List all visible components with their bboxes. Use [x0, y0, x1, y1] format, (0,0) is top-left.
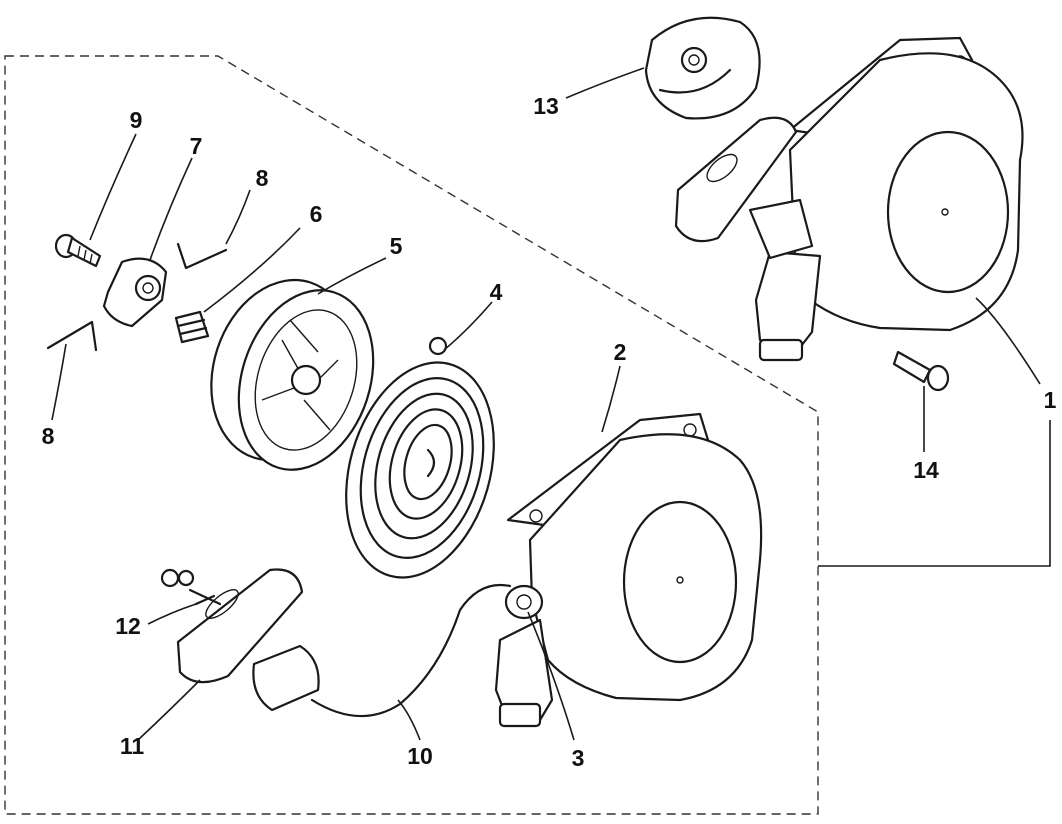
callout-9: 9 [130, 107, 143, 133]
part-14-bolt [892, 350, 950, 392]
part-12-knot [160, 568, 222, 606]
callout-8-upper: 8 [256, 165, 269, 191]
leader-5 [317, 257, 387, 295]
part-8-pin-lower [46, 320, 98, 352]
callout-12: 12 [115, 613, 141, 639]
part-5-reel [210, 278, 375, 471]
callout-5: 5 [390, 233, 403, 259]
part-4-recoil-spring [345, 336, 495, 579]
subassembly-boundary [4, 55, 819, 815]
part-8-pin-upper [176, 242, 228, 270]
part-2-starter-housing [494, 412, 763, 728]
leader-13 [565, 67, 645, 99]
leader-3 [527, 611, 575, 741]
callout-4: 4 [490, 279, 503, 305]
callout-8-lower: 8 [42, 423, 55, 449]
callout-13: 13 [533, 93, 559, 119]
leader-10 [397, 699, 421, 741]
callout-3: 3 [572, 745, 585, 771]
leader-7 [149, 157, 193, 261]
callout-6: 6 [310, 201, 323, 227]
callout-14: 14 [913, 457, 939, 483]
part-11-starter-handle [176, 568, 320, 712]
callout-2: 2 [614, 339, 627, 365]
callout-11: 11 [120, 733, 145, 759]
leader-11 [137, 679, 201, 741]
leader-6 [203, 227, 301, 313]
leader-2 [601, 365, 621, 433]
leader-8a [225, 189, 251, 245]
bracket-line-1 [818, 420, 1051, 567]
leader-12 [147, 603, 197, 625]
leader-9 [89, 133, 137, 241]
callout-1: 1 [1044, 387, 1057, 413]
callout-10: 10 [407, 743, 433, 769]
starter-assembly-complete [674, 36, 1024, 362]
part-13-starter-cup [644, 16, 761, 120]
leader-8b [51, 343, 67, 421]
part-10-starter-rope [310, 583, 512, 718]
leader-1 [975, 297, 1041, 385]
part-6-spring [174, 310, 210, 344]
part-3-rope-guide [504, 584, 544, 620]
part-9-screw [54, 233, 102, 268]
callout-7: 7 [190, 133, 203, 159]
leader-4 [443, 301, 493, 351]
part-7-ratchet [102, 257, 168, 328]
